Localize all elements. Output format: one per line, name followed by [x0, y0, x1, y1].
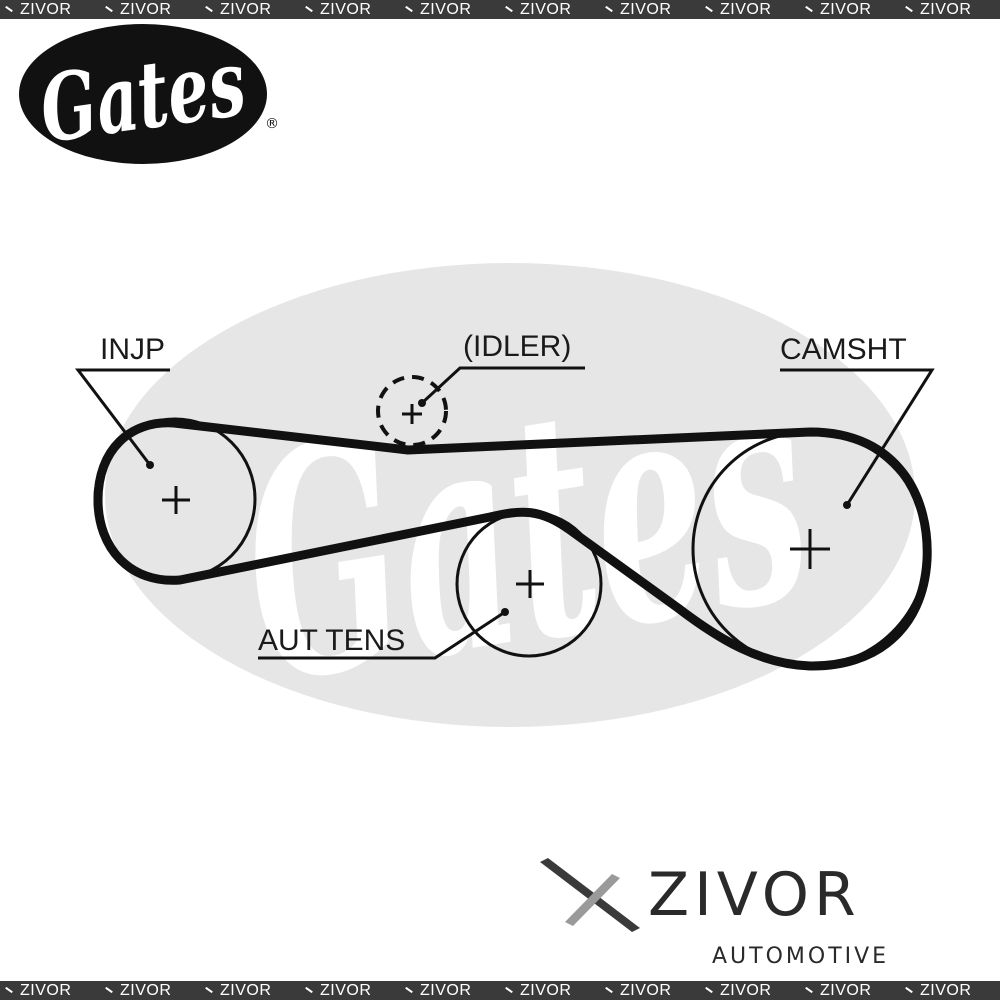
- banner-text: ZIVOR: [320, 982, 372, 999]
- banner-mark-icon: [305, 986, 313, 994]
- banner-text: ZIVOR: [420, 982, 472, 999]
- injp-leader: [74, 368, 170, 466]
- banner-text: ZIVOR: [120, 1, 172, 18]
- banner-cell: ZIVOR: [800, 0, 900, 19]
- banner-text: ZIVOR: [520, 982, 572, 999]
- zivor-brand-name: ZIVOR: [648, 860, 861, 930]
- banner-text: ZIVOR: [420, 1, 472, 18]
- banner-cell: ZIVOR: [700, 981, 800, 1000]
- banner-mark-icon: [805, 986, 813, 994]
- banner-text: ZIVOR: [220, 982, 272, 999]
- banner-cell: ZIVOR: [200, 981, 300, 1000]
- zivor-x-mark: [540, 858, 640, 932]
- aut-tens-leader: [258, 610, 506, 660]
- banner-mark-icon: [5, 986, 13, 994]
- banner-text: ZIVOR: [320, 1, 372, 18]
- bottom-watermark-banner: ZIVOR ZIVOR ZIVOR ZIVOR ZIVOR ZIVOR ZIVOR ZIVOR…: [0, 981, 1000, 1000]
- label-idler: (IDLER): [463, 330, 571, 363]
- banner-text: ZIVOR: [820, 982, 872, 999]
- registered-mark: ®: [265, 116, 279, 132]
- banner-text: ZIVOR: [120, 982, 172, 999]
- banner-cell: ZIVOR: [700, 0, 800, 19]
- camsht-leader-dot: [843, 501, 851, 509]
- banner-cell: ZIVOR: [900, 981, 1000, 1000]
- banner-cell: ZIVOR: [400, 981, 500, 1000]
- idler-leader: [420, 366, 585, 405]
- banner-text: ZIVOR: [820, 1, 872, 18]
- banner-text: ZIVOR: [620, 982, 672, 999]
- banner-cell: ZIVOR: [600, 0, 700, 19]
- banner-mark-icon: [605, 986, 613, 994]
- injp-leader-dot: [146, 461, 154, 469]
- gates-watermark-text: Gates: [221, 306, 831, 753]
- banner-cell: ZIVOR: [400, 0, 500, 19]
- banner-text: ZIVOR: [620, 1, 672, 18]
- banner-text: ZIVOR: [920, 1, 972, 18]
- label-aut-tens: AUT TENS: [258, 624, 405, 657]
- banner-text: ZIVOR: [720, 1, 772, 18]
- top-watermark-banner: ZIVOR ZIVOR ZIVOR ZIVOR ZIVOR ZIVOR ZIVOR ZIVOR…: [0, 0, 1000, 19]
- idler-leader-dot: [418, 399, 426, 407]
- banner-mark-icon: [405, 986, 413, 994]
- banner-cell: ZIVOR: [0, 981, 100, 1000]
- banner-text: ZIVOR: [220, 1, 272, 18]
- gates-logo: Gates ®: [19, 24, 279, 164]
- banner-mark-icon: [705, 986, 713, 994]
- banner-cell: ZIVOR: [900, 0, 1000, 19]
- timing-belt: [93, 418, 932, 671]
- label-camsht: CAMSHT: [780, 333, 907, 366]
- banner-mark-icon: [505, 986, 513, 994]
- banner-cell: ZIVOR: [600, 981, 700, 1000]
- zivor-brand-tagline: AUTOMOTIVE: [712, 944, 890, 969]
- banner-cell: ZIVOR: [100, 0, 200, 19]
- banner-cell: ZIVOR: [500, 0, 600, 19]
- banner-mark-icon: [205, 986, 213, 994]
- banner-cell: ZIVOR: [300, 981, 400, 1000]
- banner-text: ZIVOR: [20, 1, 72, 18]
- banner-mark-icon: [905, 986, 913, 994]
- banner-text: ZIVOR: [920, 982, 972, 999]
- banner-cell: ZIVOR: [200, 0, 300, 19]
- banner-text: ZIVOR: [720, 982, 772, 999]
- aut-tens-leader-dot: [501, 608, 509, 616]
- banner-cell: ZIVOR: [100, 981, 200, 1000]
- label-injp: INJP: [100, 333, 165, 366]
- idler-pulley: [376, 375, 448, 447]
- banner-cell: ZIVOR: [800, 981, 900, 1000]
- banner-cell: ZIVOR: [500, 981, 600, 1000]
- banner-cell: ZIVOR: [0, 0, 100, 19]
- banner-text: ZIVOR: [520, 1, 572, 18]
- camsht-leader: [780, 368, 935, 506]
- banner-cell: ZIVOR: [300, 0, 400, 19]
- banner-mark-icon: [105, 986, 113, 994]
- banner-text: ZIVOR: [20, 982, 72, 999]
